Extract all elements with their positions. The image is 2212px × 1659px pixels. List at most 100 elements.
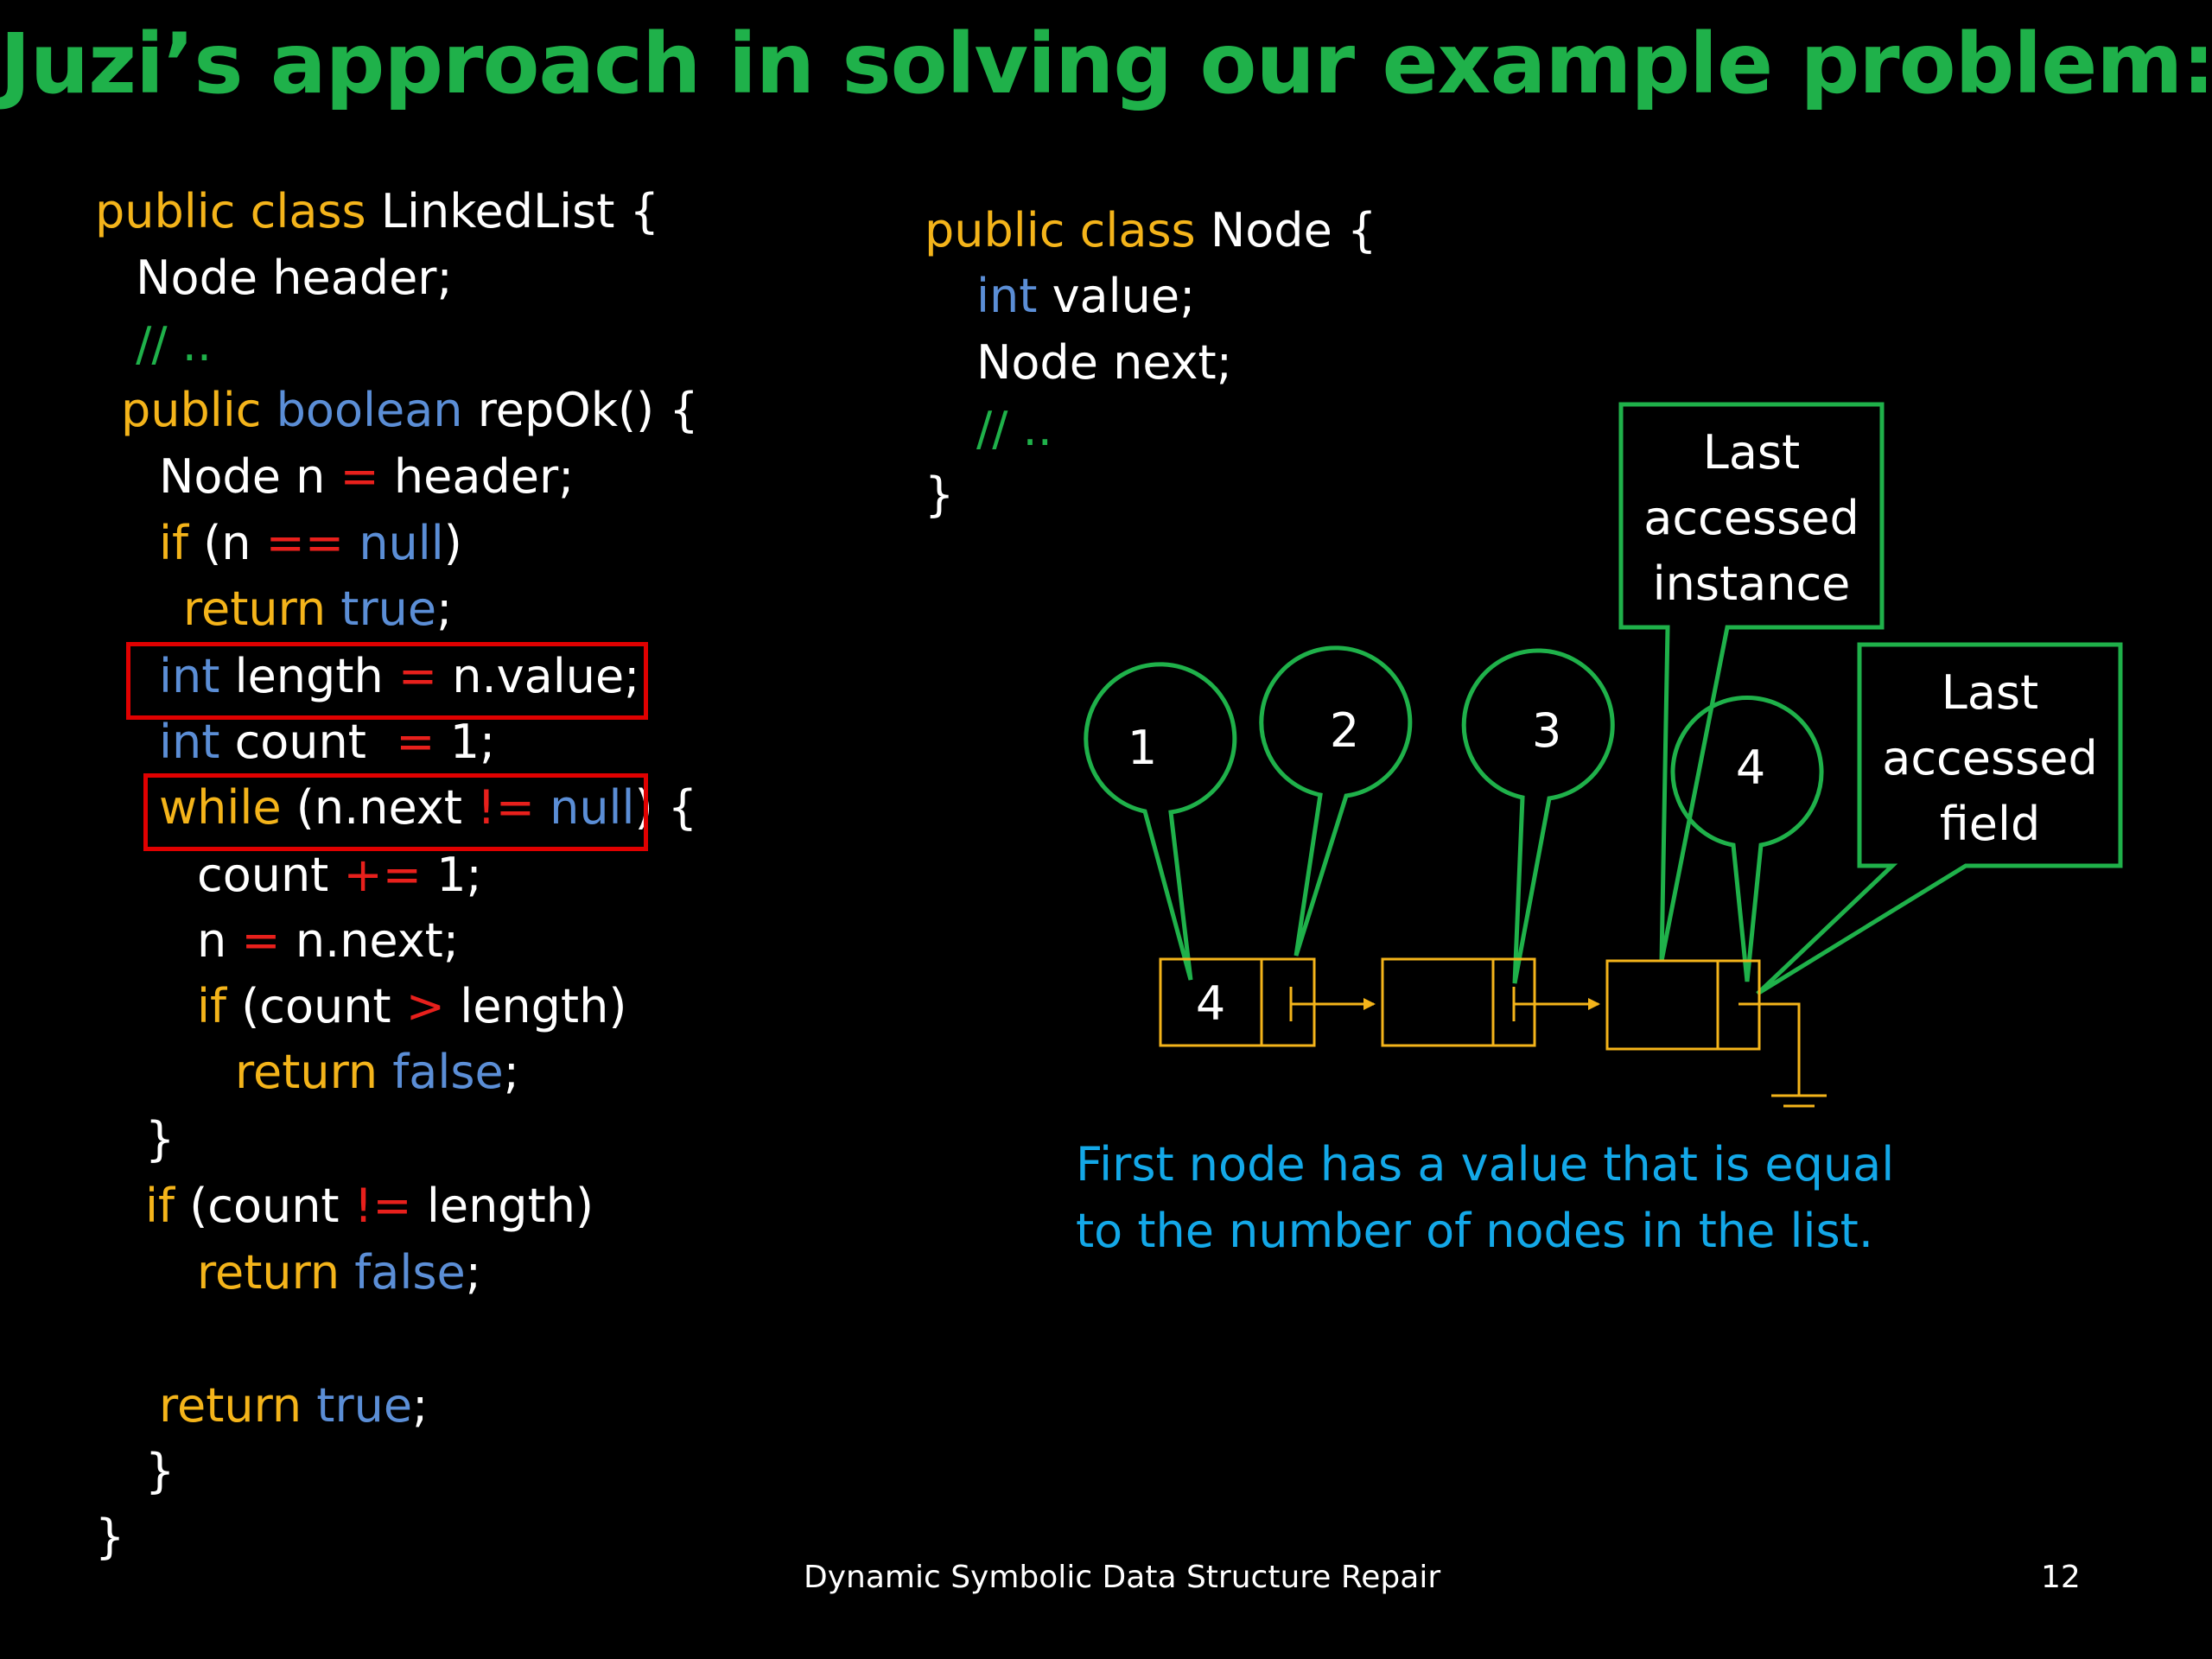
linkedlist-code-token: if (197, 979, 242, 1033)
linkedlist-code-token: return (197, 1245, 355, 1300)
node-3-box (1605, 959, 1761, 1051)
linkedlist-code-token: // .. (121, 317, 213, 372)
node-code-line-4: // .. (976, 399, 1052, 460)
node-code-token: int (976, 269, 1052, 323)
linkedlist-code-line-21: } (95, 1507, 124, 1567)
linkedlist-code-token: == (265, 516, 359, 570)
callout-field-shape (1756, 642, 2123, 996)
linkedlist-code-token: = (340, 449, 394, 504)
bubble-1-shape (1084, 662, 1237, 981)
node-2-box (1381, 957, 1536, 1047)
linkedlist-code-token: count (234, 715, 397, 769)
bubble-2-label: 2 (1330, 703, 1359, 758)
linkedlist-code-token: = (397, 649, 453, 703)
highlight-length-line (126, 642, 648, 720)
page-number: 12 (2041, 1560, 2081, 1595)
linkedlist-code-token: n.next; (295, 913, 460, 968)
linkedlist-code-line-20: } (145, 1441, 175, 1502)
linkedlist-code-token: (n.next (296, 780, 478, 835)
linkedlist-code-line-14: return false; (235, 1042, 519, 1103)
callout-field-line2: accessed (1882, 731, 2097, 785)
linkedlist-code-token: public class (95, 184, 381, 238)
linkedlist-code-token: += (343, 848, 437, 902)
linkedlist-code-token: ; (503, 1045, 519, 1099)
linkedlist-code-token: Node n (159, 449, 340, 504)
callout-field-line3: field (1940, 797, 2041, 851)
linkedlist-code-token: true (340, 582, 437, 636)
linkedlist-code-token: n.value; (452, 649, 640, 703)
callout-instance-line1: Last (1703, 425, 1800, 480)
bubble-4-shape (1670, 696, 1824, 982)
caption-line-2: to the number of nodes in the list. (1076, 1204, 1874, 1258)
linkedlist-code-line-6: if (n == null) (159, 513, 462, 574)
linkedlist-code-token: (n (203, 516, 266, 570)
linkedlist-code-line-7: return true; (183, 579, 452, 639)
linkedlist-code-line-9: int count = 1; (159, 712, 495, 772)
linkedlist-code-line-1: public class LinkedList { (95, 181, 659, 242)
linkedlist-code-line-13: if (count > length) (197, 976, 626, 1037)
linkedlist-code-token: length (234, 649, 398, 703)
node-code-token: } (925, 467, 955, 522)
linkedlist-code-token: while (159, 780, 296, 835)
linkedlist-code-token: return (235, 1045, 393, 1099)
linkedlist-code-token: ; (465, 1245, 481, 1300)
node-code-token: value; (1052, 269, 1196, 323)
linkedlist-code-line-19: return true; (159, 1376, 428, 1436)
linkedlist-code-token: } (145, 1112, 175, 1166)
linkedlist-code-token: ; (412, 1378, 429, 1433)
linkedlist-code-token: int (159, 649, 235, 703)
linkedlist-code-token: != (353, 1179, 427, 1233)
linkedlist-code-token: Node header; (121, 251, 453, 305)
footer-title: Dynamic Symbolic Data Structure Repair (804, 1560, 1441, 1595)
linkedlist-code-token: boolean (276, 383, 478, 437)
linkedlist-code-line-15: } (145, 1109, 175, 1170)
linkedlist-code-line-17: return false; (197, 1243, 481, 1303)
node-1-value: 4 (1196, 976, 1225, 1031)
callout-instance-shape (1618, 402, 1885, 962)
node-code-token: // .. (976, 402, 1052, 456)
node-code-token: public class (925, 203, 1211, 257)
linkedlist-code-line-3: // .. (121, 315, 212, 375)
linkedlist-code-token: length) (460, 979, 627, 1033)
linkedlist-code-line-4: public boolean repOk() { (121, 380, 699, 441)
linkedlist-code-token: 1; (436, 848, 482, 902)
bubble-4-label: 4 (1736, 741, 1765, 795)
linkedlist-code-token: int (159, 715, 235, 769)
linkedlist-code-token: 1; (449, 715, 496, 769)
linkedlist-code-token: count (197, 848, 344, 902)
linkedlist-code-token: null (550, 780, 635, 835)
linkedlist-code-token: (count (241, 979, 406, 1033)
linkedlist-code-token: false (392, 1045, 504, 1099)
linkedlist-code-token: return (159, 1378, 317, 1433)
node-code-token: Node { (1210, 203, 1377, 257)
linkedlist-code-token: ; (436, 582, 453, 636)
node-code-line-2: int value; (976, 266, 1195, 327)
linkedlist-code-token: public (121, 383, 276, 437)
linkedlist-code-token: = (241, 913, 296, 968)
linkedlist-code-token: if (159, 516, 204, 570)
callout-instance-line3: instance (1653, 556, 1851, 611)
linkedlist-code-token: LinkedList { (380, 184, 659, 238)
linkedlist-code-token: true (316, 1378, 413, 1433)
highlight-while-line (143, 773, 648, 851)
linkedlist-code-token: false (354, 1245, 466, 1300)
linkedlist-code-token: null (359, 516, 444, 570)
node-code-line-5: } (925, 465, 954, 525)
linkedlist-code-token: != (477, 780, 550, 835)
linkedlist-code-line-16: if (count != length) (145, 1176, 594, 1236)
linkedlist-code-line-12: n = n.next; (197, 911, 459, 971)
bubble-3-label: 3 (1532, 703, 1561, 758)
bubble-2-shape (1259, 645, 1413, 957)
linkedlist-code-token: header; (393, 449, 575, 504)
linkedlist-code-line-8: int length = n.value; (159, 646, 639, 707)
bubble-1-label: 1 (1128, 721, 1157, 775)
slide-title: Juzi’s approach in solving our example p… (0, 16, 2212, 112)
node-code-line-1: public class Node { (925, 200, 1376, 261)
linkedlist-code-line-5: Node n = header; (159, 447, 574, 507)
node-1-box (1159, 957, 1316, 1047)
linkedlist-code-token: repOk() { (477, 383, 699, 437)
linkedlist-code-token: n (197, 913, 242, 968)
null-pointer-line (1738, 1002, 1801, 1096)
